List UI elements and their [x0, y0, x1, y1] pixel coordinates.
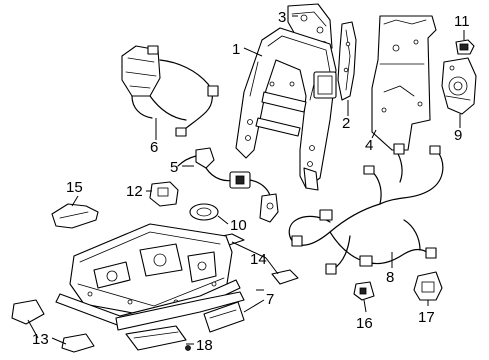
leader-lines: [27, 15, 465, 345]
part-1-seatback-frame: [235, 27, 337, 191]
part-4-back-panel: [371, 15, 437, 151]
callout-7: 7: [266, 291, 274, 308]
part-5-motor: [177, 147, 279, 223]
callout-6: 6: [150, 139, 158, 156]
part-12-bracket: [149, 181, 179, 207]
callout-1: 1: [232, 41, 240, 58]
callout-2: 2: [342, 115, 350, 132]
callout-9: 9: [454, 127, 462, 144]
callout-10: 10: [230, 217, 247, 234]
part-9-cover: [441, 57, 477, 115]
callout-4: 4: [365, 137, 373, 154]
callout-18: 18: [196, 337, 213, 354]
part-6-lumbar-assembly: [121, 45, 219, 137]
callout-3: 3: [278, 9, 286, 26]
part-17-module: [413, 271, 443, 301]
callout-labels: 1 2 3 4 5 6 7 8 9 10 11 12 13 14 15 16 1…: [32, 9, 470, 354]
part-2-side-panel: [337, 21, 357, 101]
callout-13: 13: [32, 331, 49, 348]
callout-11: 11: [454, 13, 470, 30]
part-11-connector: [455, 39, 475, 55]
part-10-actuator: [189, 203, 219, 221]
callout-12: 12: [126, 183, 143, 200]
part-18-rail-cover: [125, 325, 191, 351]
callout-16: 16: [356, 315, 373, 332]
part-7-side-cover: [203, 301, 245, 333]
part-16-sensor: [353, 281, 375, 301]
callout-8: 8: [386, 269, 394, 286]
callout-5: 5: [170, 159, 178, 176]
part-8-wire-harness: [288, 143, 444, 275]
seat-cushion-frame: [55, 223, 245, 331]
part-13-pad: [11, 299, 95, 353]
part-15-trim: [51, 203, 99, 229]
callout-15: 15: [66, 179, 83, 196]
callout-14: 14: [250, 251, 267, 268]
callout-17: 17: [418, 309, 435, 326]
